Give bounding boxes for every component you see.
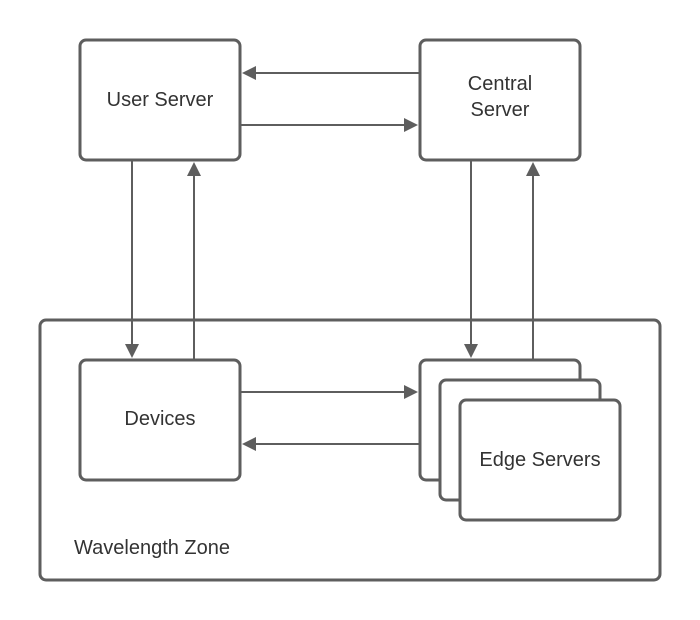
central-server-node: Central Server: [418, 38, 582, 162]
edge-server-box-front: [458, 398, 622, 522]
central-server-label-line1: Central: [468, 73, 532, 95]
arrow-central-to-edge: [464, 160, 478, 358]
central-server-box: [418, 38, 582, 162]
edge-servers-label: Edge Servers: [479, 449, 600, 471]
central-server-label-line2: Server: [471, 99, 530, 121]
arrow-edge-to-central: [526, 162, 540, 360]
arrow-devices-to-edge: [240, 385, 418, 399]
arrow-edge-to-devices: [242, 437, 420, 451]
edge-servers-node: Edge Servers: [418, 358, 622, 522]
devices-node: Devices: [78, 358, 242, 482]
user-server-node: User Server: [78, 38, 242, 162]
connections: [125, 66, 540, 451]
wavelength-zone-label: Wavelength Zone: [74, 537, 230, 559]
arrow-user-to-devices: [125, 160, 139, 358]
devices-label: Devices: [124, 408, 195, 430]
user-server-label: User Server: [107, 89, 214, 111]
devices-box: [78, 358, 242, 482]
arrow-central-to-user: [242, 66, 420, 80]
user-server-box: [78, 38, 242, 162]
arrow-user-to-central: [240, 118, 418, 132]
arrow-devices-to-user: [187, 162, 201, 360]
